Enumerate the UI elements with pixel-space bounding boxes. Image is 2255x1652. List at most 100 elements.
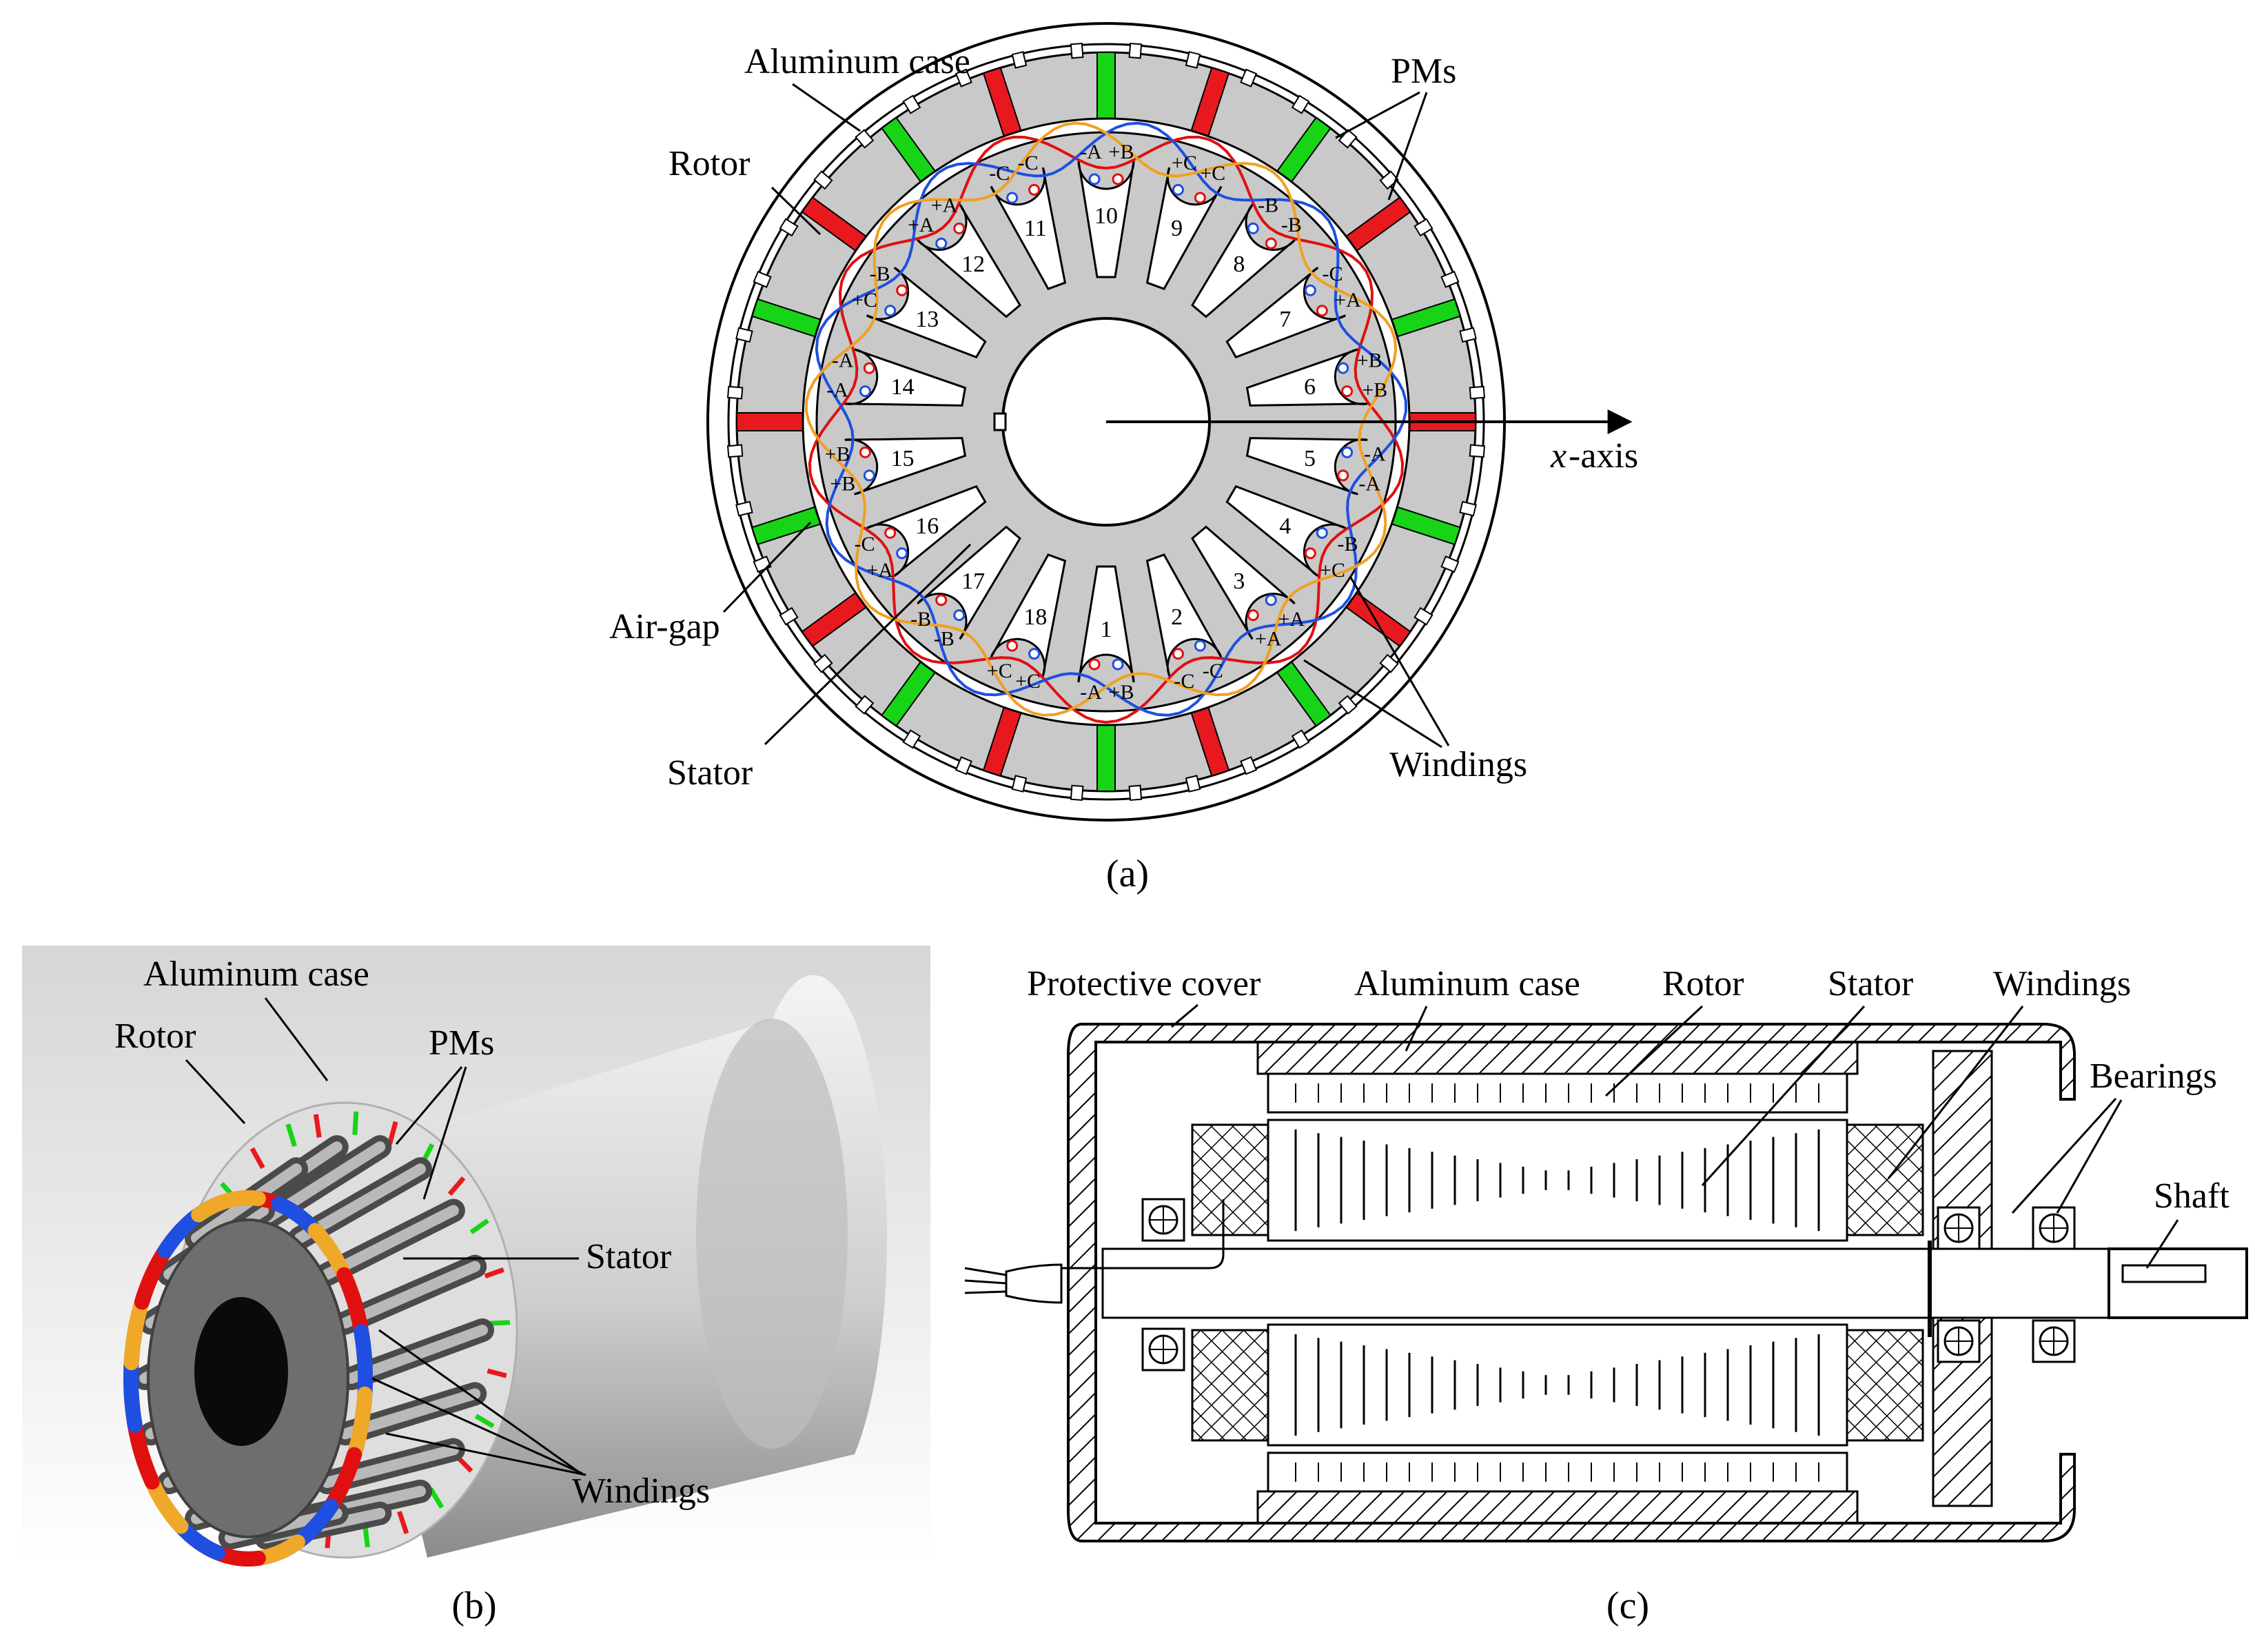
slot-number: 17 (961, 569, 985, 594)
phase-label: +C (1015, 670, 1041, 693)
terminal (1006, 640, 1019, 652)
phase-label: -B (1258, 194, 1278, 217)
pm-rim-mark (428, 1487, 445, 1509)
leader-b-windings-3 (385, 1432, 586, 1476)
terminal (1006, 192, 1019, 204)
rotor-notch (1469, 385, 1486, 400)
leader-b-rotor (185, 1059, 246, 1125)
stator-tooth-highlight (339, 1261, 481, 1329)
pm-rim-mark (313, 1114, 322, 1138)
leader-c-rotor (1604, 1005, 1704, 1097)
pm-rim-mark (397, 1511, 409, 1534)
winding-curve (815, 121, 1408, 717)
stator-slot (990, 167, 1067, 290)
rotor-top (1267, 1072, 1848, 1114)
phase-label: +B (1362, 379, 1387, 402)
rotor-notch (813, 653, 833, 673)
terminal (1088, 658, 1101, 671)
terminal (1172, 648, 1184, 660)
label-c-shaft: Shaft (2154, 1176, 2230, 1216)
rotor-notch (855, 695, 875, 715)
rotor-notch (855, 129, 875, 149)
stator-slot (1225, 485, 1347, 577)
phase-label: +B (1109, 681, 1134, 704)
bearings (1141, 1198, 2076, 1371)
leader-c-bearings-1 (2011, 1097, 2117, 1214)
terminal (884, 527, 897, 539)
label-b-stator: Stator (586, 1237, 671, 1276)
label-rotor: Rotor (669, 144, 750, 183)
rotor-notch (1338, 695, 1358, 715)
phase-label: -A (1080, 141, 1102, 163)
protective-cover (1067, 1023, 2076, 1542)
leader-b-pms-2 (422, 1066, 467, 1200)
rotor-notch (1469, 444, 1486, 458)
rotor-notch (1338, 129, 1358, 149)
stator-slot (917, 525, 1021, 640)
pm-rim-mark (484, 1267, 504, 1279)
cable-wire-2 (964, 1279, 1007, 1285)
winding-end-left-top (1191, 1123, 1269, 1236)
terminal (1304, 547, 1316, 560)
phase-label: -B (1281, 214, 1302, 236)
phase-label: -C (1174, 670, 1194, 693)
terminal (1112, 173, 1124, 185)
aluminum-case-top (1256, 1041, 1859, 1075)
rotor-notch (1185, 775, 1201, 793)
rotor-notch (1414, 218, 1433, 237)
slot-number: 10 (1094, 203, 1118, 229)
central-shaft (1101, 1247, 2207, 1319)
permanent-magnets (736, 52, 1476, 792)
stator-top (1267, 1119, 1848, 1242)
stator-slot (1145, 553, 1223, 677)
label-b-pms: PMs (429, 1023, 494, 1063)
phase-label: -C (855, 533, 875, 555)
rotor-notch (902, 94, 921, 114)
rotor-notches (726, 42, 1486, 802)
lamination-lines (1294, 1083, 1820, 1482)
phase-label: +C (987, 660, 1012, 682)
winding-curve (804, 121, 1398, 717)
pm-rim-mark (352, 1111, 359, 1135)
phase-label: -C (1322, 263, 1343, 285)
rotor-notch (1185, 51, 1201, 69)
rotor-notch (1459, 500, 1477, 517)
stator-slot (990, 553, 1067, 677)
stator-slot (1191, 203, 1296, 318)
panel-a-cross-section: 1+B-A2-C-C3+A+A4-B+C5-A-A6+B+B7-C+A8-B-B… (609, 22, 1638, 895)
leader-b-windings-1 (378, 1329, 580, 1473)
rotor-notch (1240, 68, 1258, 88)
internal-cable (1061, 1199, 1225, 1269)
leader-c-aluminum-case (1405, 1006, 1428, 1052)
cable-wire-1 (964, 1267, 1007, 1276)
stator-slot (1145, 167, 1223, 290)
stator-bore (194, 1297, 288, 1446)
rotor-notch (813, 170, 833, 190)
cable-wire-3 (964, 1290, 1007, 1294)
leader-rotor (771, 186, 822, 236)
stator-slots (844, 161, 1368, 683)
label-stator: Stator (667, 753, 753, 793)
phase-label: -B (870, 263, 890, 285)
leader-c-windings (1887, 1006, 2024, 1179)
phase-label: +B (1357, 349, 1382, 371)
phase-label: +B (825, 442, 850, 465)
leader-windings-1 (1349, 577, 1450, 746)
leader-b-aluminum-case (264, 997, 329, 1081)
rotor-notch (955, 756, 972, 775)
terminal (935, 594, 948, 606)
stator-slot (1077, 161, 1135, 278)
terminal (1316, 305, 1328, 317)
phase-label: +A (1255, 627, 1282, 650)
rotor-notch (726, 385, 744, 400)
stator-tooth-highlight (321, 1205, 459, 1280)
aluminum-case-bottom (1256, 1490, 1859, 1524)
phase-label: -A (1080, 681, 1102, 704)
label-c-windings: Windings (1993, 964, 2131, 1003)
terminal (859, 446, 871, 458)
label-c-bearings: Bearings (2090, 1057, 2217, 1096)
phase-label: +C (1200, 162, 1225, 185)
leader-stator (764, 543, 972, 746)
panel-b-3d-render: Aluminum case Rotor PMs Stator Windings … (22, 946, 930, 1627)
